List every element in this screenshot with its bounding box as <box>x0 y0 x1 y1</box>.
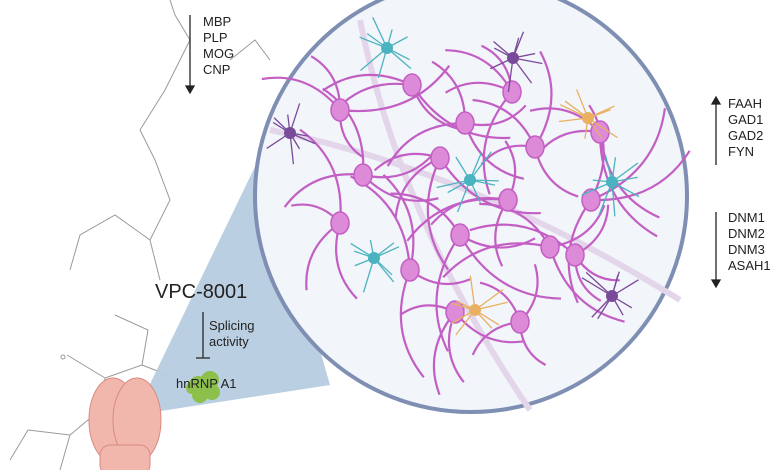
glial-cell <box>606 290 618 302</box>
gene-label: PLP <box>203 30 228 45</box>
gene-list-oligodendrocyte-down: MBP PLP MOG CNP <box>203 14 234 78</box>
neuron-cell <box>400 258 420 282</box>
neurite <box>442 242 551 279</box>
gene-label: GAD2 <box>728 128 764 143</box>
neurite <box>590 108 666 202</box>
gene-label: DNM2 <box>728 226 765 241</box>
gene-list-down: DNM1 DNM2 DNM3 ASAH1 <box>728 210 771 274</box>
neuron-cell <box>498 188 518 212</box>
gene-label: FYN <box>728 144 754 159</box>
glial-cell <box>507 52 519 64</box>
glial-cell <box>381 42 393 54</box>
neurite <box>322 87 365 176</box>
molecule-structure <box>9 0 271 470</box>
neurite <box>439 157 541 215</box>
gene-label: MOG <box>203 46 235 61</box>
neurite <box>469 223 576 256</box>
neurite <box>459 234 562 300</box>
brain-icon <box>88 377 162 470</box>
neuron-cell <box>590 120 610 144</box>
gene-label: DNM1 <box>728 210 765 225</box>
arrows <box>184 15 722 289</box>
neurite <box>299 128 342 224</box>
neuron-cell <box>450 223 470 247</box>
neuron-cell <box>525 135 545 159</box>
hnrnp-a1-protein-icon <box>186 371 220 403</box>
glial-cell <box>469 304 481 316</box>
tissue-zoom-circle <box>253 0 689 414</box>
neuron-cell <box>353 163 373 187</box>
inhibition-label: Splicing activity <box>209 318 255 350</box>
gene-label: CNP <box>203 62 231 77</box>
neurite <box>435 234 461 352</box>
gene-label: FAAH <box>728 96 762 111</box>
glial-cell <box>368 252 380 264</box>
gene-label: DNM3 <box>728 242 765 257</box>
neurite <box>411 84 511 140</box>
inhibition-arrow <box>196 312 210 359</box>
inhibition-label-line1: Splicing <box>209 318 255 333</box>
axon-streak <box>357 19 533 412</box>
neurite <box>382 173 415 271</box>
neuron-cell <box>430 146 450 170</box>
neurite <box>598 131 658 238</box>
neural-tissue <box>261 17 691 412</box>
neurite <box>399 269 425 378</box>
neurite <box>283 173 364 208</box>
gene-label: MBP <box>203 14 232 29</box>
glial-cell <box>464 174 476 186</box>
neuron-cell <box>330 211 350 235</box>
neurite <box>339 65 451 113</box>
neuron-cell <box>581 188 601 212</box>
neuron-cell <box>455 111 475 135</box>
gene-list-up: FAAH GAD1 GAD2 FYN <box>728 96 763 160</box>
neuron-cell <box>330 98 350 122</box>
neurite <box>534 50 553 148</box>
neurite <box>322 73 413 92</box>
gene-label: GAD1 <box>728 112 764 127</box>
target-protein-label: hnRNP A1 <box>176 376 237 391</box>
gene-label: ASAH1 <box>728 258 771 273</box>
neuron-cell <box>510 310 530 334</box>
neuron-cell <box>502 80 522 104</box>
glial-cell <box>606 176 618 188</box>
neuron-cell <box>540 235 560 259</box>
drug-name: VPC-8001 <box>155 281 248 303</box>
inhibition-label-line2: activity <box>209 334 249 349</box>
neuron-cell <box>402 73 422 97</box>
neuron-cell <box>565 243 585 267</box>
neuron-cell <box>445 300 465 324</box>
glial-cell <box>582 112 594 124</box>
neurite <box>548 246 625 323</box>
neurite <box>426 157 449 271</box>
glial-cell <box>284 127 296 139</box>
